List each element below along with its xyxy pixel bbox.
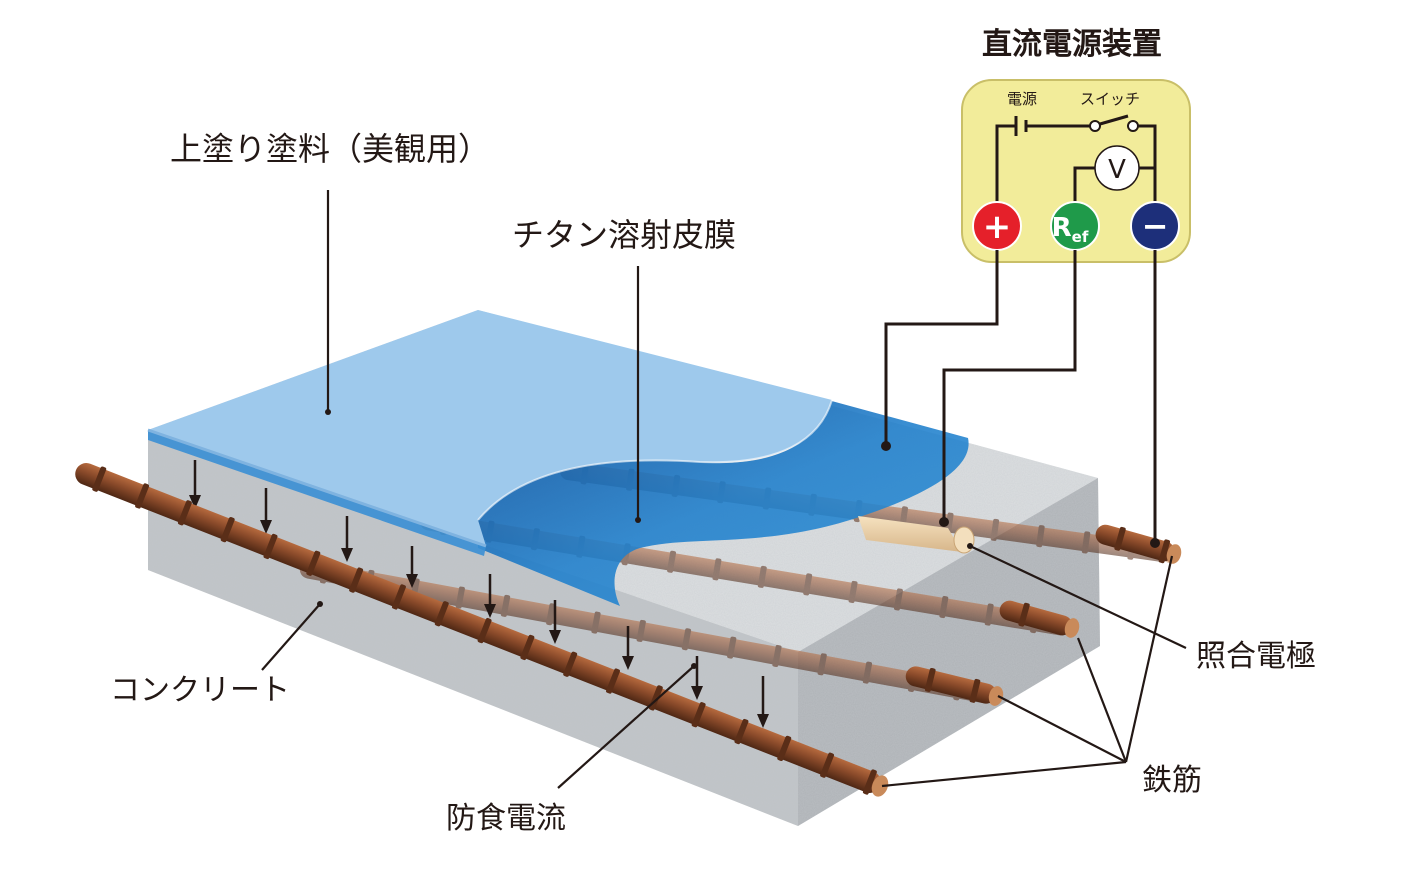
label-titanium: チタン溶射皮膜	[512, 216, 736, 254]
dc-power-unit: 直流電源装置 電源 スイッチ V + Ref −	[961, 27, 1191, 263]
current-arrow	[189, 460, 201, 509]
wire-plus	[884, 250, 999, 446]
power-source-label: 電源	[1007, 90, 1037, 108]
voltmeter	[1094, 145, 1140, 191]
current-arrow	[341, 516, 353, 562]
ref-terminal-label: Ref	[1052, 213, 1089, 246]
voltmeter-label: V	[1108, 155, 1126, 185]
current-arrow	[484, 574, 496, 618]
current-arrow	[549, 600, 561, 644]
coatings	[147, 310, 969, 606]
internal-circuit	[995, 114, 1157, 205]
plus-terminal-symbol: +	[983, 207, 1012, 247]
rebar-front	[75, 463, 889, 797]
rebar-inner-end	[905, 666, 1004, 706]
protection-current-arrows	[189, 460, 769, 728]
current-arrow	[406, 546, 418, 588]
power-unit-title: 直流電源装置	[982, 27, 1162, 62]
current-arrow	[757, 676, 769, 728]
label-reference: 照合電極	[1196, 639, 1316, 674]
current-arrow	[691, 656, 703, 700]
titanium-edge	[148, 430, 486, 556]
label-topcoat: 上塗り塗料（美観用）	[170, 130, 490, 168]
topcoat-layer	[148, 310, 832, 546]
rebar-front-bar	[75, 463, 889, 797]
current-arrow	[260, 488, 272, 534]
rebar-middle-end	[999, 600, 1080, 638]
current-arrow	[622, 626, 634, 670]
minus-terminal-symbol: −	[1142, 207, 1169, 245]
titanium-film	[478, 400, 969, 606]
leader-lines	[261, 190, 1187, 789]
external-wires	[881, 250, 1160, 548]
label-current: 防食電流	[446, 801, 566, 836]
label-rebar: 鉄筋	[1142, 763, 1202, 798]
label-concrete: コンクリート	[110, 673, 290, 708]
wire-ref	[942, 250, 1077, 522]
switch-label: スイッチ	[1080, 90, 1140, 108]
